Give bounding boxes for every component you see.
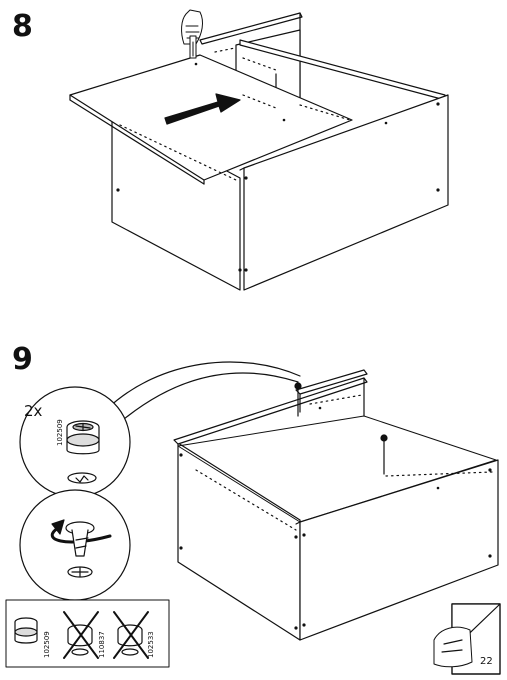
step-9-cabinet	[173, 369, 499, 641]
cross-out-icon	[113, 611, 149, 659]
page-turn-icon	[433, 603, 501, 675]
step-8-cabinet	[69, 12, 449, 291]
cross-out-icon	[63, 611, 99, 659]
step-9-number: 9	[12, 342, 33, 377]
rotate-arrow-icon	[50, 519, 112, 578]
cam-lock-icon	[66, 420, 100, 455]
legend-correct-code: 102509	[43, 631, 51, 658]
legend-correct-part-icon	[14, 617, 38, 644]
callout-line	[117, 372, 299, 425]
push-arrow-icon	[164, 93, 241, 125]
legend-wrong-code-2: 102533	[147, 631, 155, 658]
legend-wrong-code-1: 110837	[98, 631, 106, 658]
hole-screw	[75, 475, 89, 483]
callout-line-outer	[107, 361, 301, 409]
page-number: 22	[480, 656, 493, 667]
quantity-label: 2x	[24, 402, 43, 420]
part-code-label: 102509	[56, 419, 64, 446]
step-8-number: 8	[12, 9, 33, 44]
hand-insert-icon	[181, 9, 204, 59]
